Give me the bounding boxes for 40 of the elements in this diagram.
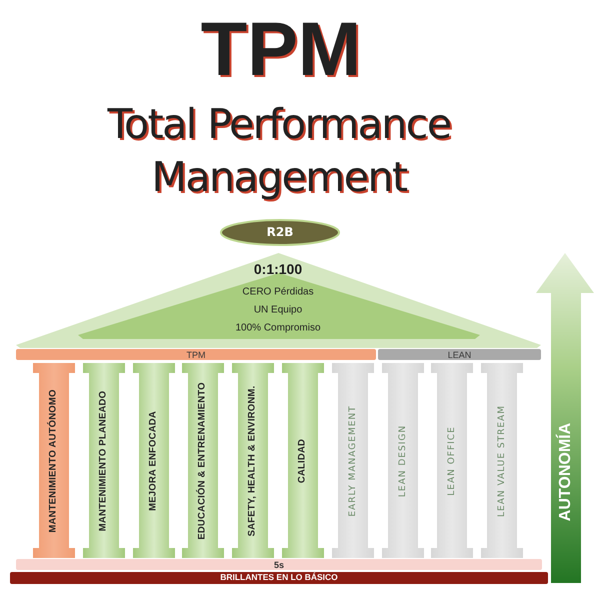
pillar-label: MEJORA ENFOCADA bbox=[148, 410, 160, 510]
header-bar bbox=[16, 349, 376, 360]
badge-label: R2B bbox=[266, 226, 294, 240]
pillar bbox=[431, 363, 474, 558]
pillar-label: MANTENIMIENTO AUTÓNOMO bbox=[48, 388, 60, 532]
roof-text: 100% Compromiso bbox=[235, 322, 321, 334]
page-title: TPM bbox=[200, 12, 362, 88]
bar-label: 5s bbox=[274, 559, 284, 570]
bar-label: LEAN bbox=[448, 349, 472, 360]
pillar bbox=[332, 363, 374, 558]
upward-arrow bbox=[536, 253, 594, 583]
pillar-label: EARLY MANAGEMENT bbox=[348, 404, 358, 516]
pillar bbox=[82, 363, 125, 558]
pillar bbox=[33, 363, 75, 558]
pillar-label: EDUCACIÓN & ENTRENAMIENTO bbox=[198, 382, 209, 540]
pillar-label: SAFETY, HEALTH & ENVIRONM. bbox=[248, 385, 259, 536]
subtitle: Total Performance Management bbox=[106, 99, 452, 203]
pillar-label: LEAN DESIGN bbox=[397, 424, 408, 497]
roof-triangle bbox=[16, 253, 541, 348]
bar-label: TPM bbox=[186, 349, 206, 360]
base-bar bbox=[10, 572, 548, 584]
oval-badge bbox=[220, 219, 340, 246]
roof-text: CERO Pérdidas bbox=[242, 286, 314, 298]
header-bar bbox=[378, 349, 541, 360]
pillar bbox=[182, 363, 224, 558]
pillar bbox=[132, 363, 175, 558]
pillar bbox=[382, 363, 424, 558]
pillar-label: CALIDAD bbox=[298, 438, 308, 483]
bar-label: BRILLANTES EN LO BÁSICO bbox=[220, 573, 338, 583]
roof-text: UN Equipo bbox=[254, 304, 302, 316]
arrow-label: AUTONOMÍA bbox=[556, 422, 575, 522]
inner-roof-triangle bbox=[78, 273, 480, 339]
pillar-label: LEAN OFFICE bbox=[447, 426, 458, 496]
pillar-label: LEAN VALUE STREAM bbox=[497, 404, 508, 516]
pillar bbox=[282, 363, 324, 558]
pillar bbox=[481, 363, 524, 558]
pillar-label: MANTENIMIENTO PLANEADO bbox=[98, 390, 110, 531]
pillar bbox=[232, 363, 274, 558]
foundation-bar bbox=[16, 559, 542, 570]
roof-heading: 0:1:100 bbox=[254, 260, 302, 278]
